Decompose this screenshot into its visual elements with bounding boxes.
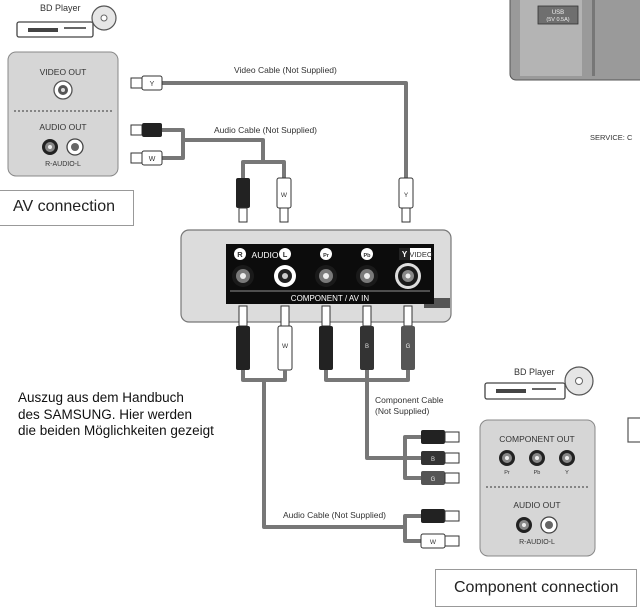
right-plug-pb-mark: B xyxy=(431,457,435,463)
component-right-plugs: B G W xyxy=(420,430,460,549)
av-output-panel: VIDEO OUT AUDIO OUT R-AUDIO-L xyxy=(7,51,119,177)
bottom-plug-r xyxy=(236,305,250,370)
panel-video-label: VIDEO xyxy=(409,250,433,259)
component-av-in-label: COMPONENT / AV IN xyxy=(291,294,370,303)
video-cable-top xyxy=(160,81,408,180)
right-plug-audio-r xyxy=(421,509,460,523)
audio-plug-left-l: W xyxy=(130,150,163,166)
audio-cable-bottom-label: Audio Cable (Not Supplied) xyxy=(283,510,386,520)
comp-out-pr-label: Pr xyxy=(504,470,510,476)
jack-audio-l xyxy=(274,265,296,287)
bottom-plug-pb-mark: B xyxy=(365,344,369,350)
video-plug-mark: Y xyxy=(150,81,155,88)
comp-out-y-label: Y xyxy=(565,470,569,476)
top-plug-r xyxy=(236,178,250,223)
note-line-3: die beiden Möglichkeiten gezeigt xyxy=(18,423,214,438)
av-connection-caption: AV connection xyxy=(0,190,134,226)
av-bd-player: BD Player xyxy=(16,3,117,38)
bottom-plug-pr xyxy=(319,305,333,370)
right-plug-y: G xyxy=(421,471,460,485)
badge-pr: Pr xyxy=(323,253,330,259)
bottom-plug-y: G xyxy=(401,305,415,370)
jack-video-y xyxy=(395,263,421,289)
av-audio-sub-label: R-AUDIO-L xyxy=(45,161,81,168)
badge-l: L xyxy=(283,250,288,259)
audio-plug-left-r xyxy=(130,123,162,137)
jack-audio-r xyxy=(232,265,254,287)
right-plug-audio-l-mark: W xyxy=(430,539,437,546)
component-bd-player: BD Player xyxy=(484,366,594,400)
jack-pr xyxy=(315,265,337,287)
audio-plug-left-mark: W xyxy=(149,156,156,163)
audio-out-r-jack xyxy=(42,139,58,155)
video-out-jack xyxy=(53,80,73,100)
component-out-label: COMPONENT OUT xyxy=(499,434,574,444)
video-cable-label: Video Cable (Not Supplied) xyxy=(234,65,337,75)
right-plug-pr xyxy=(421,430,460,444)
jack-pb xyxy=(356,265,378,287)
component-connection-title: Component connection xyxy=(454,579,619,596)
comp-out-pb-label: Pb xyxy=(534,470,541,476)
comp-out-pr-jack xyxy=(499,450,515,466)
audio-cable-top-label: Audio Cable (Not Supplied) xyxy=(214,125,317,135)
usb-line2: (5V 0.5A) xyxy=(546,17,569,23)
audio-out-l-jack xyxy=(66,138,84,156)
tv-back-panel: USB (5V 0.5A) xyxy=(509,0,640,81)
tv-bottom-plugs: W B G xyxy=(236,305,415,371)
usb-line1: USB xyxy=(552,10,564,16)
av-connection-title: AV connection xyxy=(13,198,115,215)
audio-cable-bottom-r xyxy=(241,370,405,529)
comp-out-pb-jack xyxy=(529,450,545,466)
bottom-plug-l-mark: W xyxy=(282,343,289,350)
right-plug-audio-l: W xyxy=(420,533,460,549)
av-top-plugs: W Y xyxy=(236,177,414,223)
badge-y: Y xyxy=(402,250,408,259)
audio-cable-top-l xyxy=(263,160,286,180)
badge-r: R xyxy=(237,250,243,259)
comp-audio-l-jack xyxy=(540,516,558,534)
av-audio-out-label: AUDIO OUT xyxy=(39,122,86,132)
av-cables xyxy=(160,81,408,180)
edge-marker xyxy=(627,417,640,443)
component-cables xyxy=(241,370,422,543)
top-plug-l: W xyxy=(276,177,292,223)
component-cable-label-1: Component Cable xyxy=(375,395,444,405)
note-line-1: Auszug aus dem Handbuch xyxy=(18,390,184,405)
label-row: R AUDIO L Pr Pb Y VIDEO xyxy=(234,248,433,260)
bottom-plug-pb: B xyxy=(360,305,374,370)
component-connection-caption: Component connection xyxy=(435,569,637,607)
usb-port xyxy=(537,5,579,25)
panel-audio-label: AUDIO xyxy=(252,250,279,260)
bottom-plug-y-mark: G xyxy=(406,344,411,350)
top-plug-video: Y xyxy=(398,177,414,223)
right-plug-y-mark: G xyxy=(431,477,436,483)
top-plug-video-mark: Y xyxy=(404,192,409,199)
top-plug-l-mark: W xyxy=(281,192,288,199)
service-label: SERVICE: C xyxy=(590,133,633,142)
tv-input-panel: R AUDIO L Pr Pb Y VIDEO COMPONENT / AV I… xyxy=(180,229,452,323)
note-text: Auszug aus dem Handbuch des SAMSUNG. Hie… xyxy=(18,390,214,440)
component-cable-label-2: (Not Supplied) xyxy=(375,406,430,416)
badge-pb: Pb xyxy=(363,253,371,259)
av-left-plugs: Y W xyxy=(130,75,163,166)
video-plug-left: Y xyxy=(130,75,163,91)
right-plug-pb: B xyxy=(421,451,460,465)
comp-audio-sub-label: R-AUDIO-L xyxy=(519,539,555,546)
comp-out-y-jack xyxy=(559,450,575,466)
component-player-label: BD Player xyxy=(514,367,555,377)
comp-audio-r-jack xyxy=(516,517,532,533)
note-line-2: des SAMSUNG. Hier werden xyxy=(18,406,193,422)
video-out-label: VIDEO OUT xyxy=(40,67,87,77)
audio-cable-top-r xyxy=(160,128,265,180)
av-player-label: BD Player xyxy=(40,3,81,13)
component-output-panel: COMPONENT OUT Pr Pb Y AUDIO OUT R-AUDIO-… xyxy=(479,419,596,557)
comp-audio-out-label: AUDIO OUT xyxy=(513,500,560,510)
